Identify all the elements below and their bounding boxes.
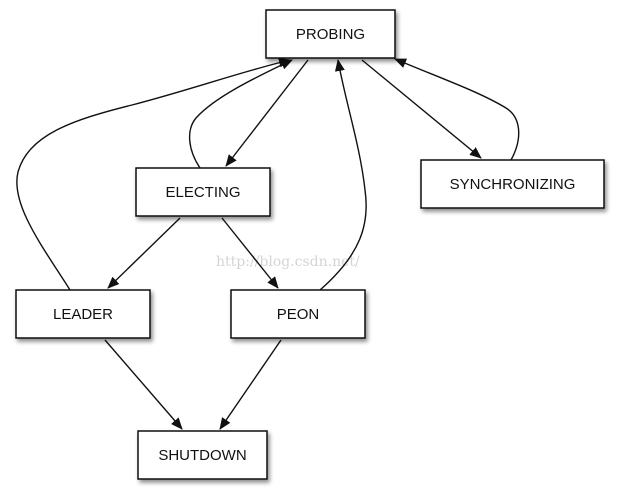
edge-leader-to-shutdown (104, 339, 183, 430)
node-box-probing (265, 9, 396, 59)
node-synchronizing: SYNCHRONIZING (420, 159, 605, 209)
node-label-probing: PROBING (296, 26, 365, 43)
node-peon: PEON (230, 289, 366, 339)
node-label-synchronizing: SYNCHRONIZING (450, 176, 576, 193)
edge-leader-to-probing (16, 57, 291, 291)
node-box-synchronizing (420, 159, 605, 209)
node-label-electing: ELECTING (165, 184, 240, 201)
node-box-peon (230, 289, 366, 339)
edge-electing-to-probing (189, 59, 293, 169)
node-label-shutdown: SHUTDOWN (158, 447, 246, 464)
edges-layer (16, 57, 520, 430)
edge-synchronizing-to-probing (394, 58, 520, 161)
watermark-text: http://blog.csdn.net/ (216, 254, 360, 270)
node-box-shutdown (137, 430, 268, 480)
node-electing: ELECTING (135, 167, 271, 217)
edge-peon-to-shutdown (219, 339, 282, 430)
node-box-electing (135, 167, 271, 217)
edge-probing-to-electing (225, 59, 309, 167)
node-label-leader: LEADER (53, 306, 113, 323)
node-label-peon: PEON (277, 306, 320, 323)
edge-electing-to-peon (221, 217, 279, 289)
edge-probing-to-synchronizing (361, 59, 482, 159)
node-shutdown: SHUTDOWN (137, 430, 268, 480)
node-box-leader (15, 289, 151, 339)
node-probing: PROBING (265, 9, 396, 59)
edge-electing-to-leader (107, 217, 181, 289)
edge-peon-to-probing (319, 59, 367, 291)
nodes-layer: PROBING ELECTING SYNCHRONIZING LEADER PEON SH… (15, 9, 605, 480)
node-leader: LEADER (15, 289, 151, 339)
